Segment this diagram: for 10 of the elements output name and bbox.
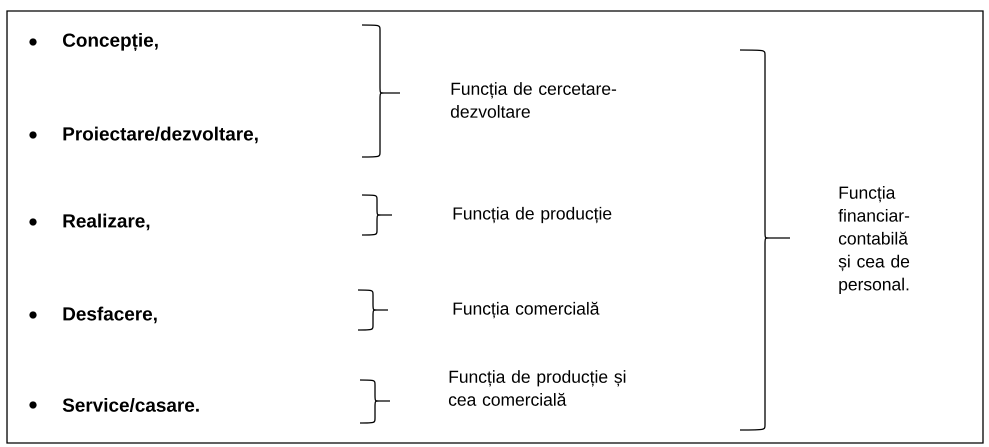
function-text: Funcția de producție și cea comercială (448, 370, 626, 406)
list-item: Concepție, (63, 32, 158, 52)
function-text: Funcția de producție (454, 206, 612, 224)
list-item: Desfacere, (63, 306, 157, 324)
function-text: Funcția financiar-contabilă și cea de personal. (838, 186, 910, 294)
function-text: Funcția comercială (454, 302, 600, 318)
list-item: Service/casare. (62, 398, 199, 412)
function-text: Funcția de cercetare-dezvoltare (450, 82, 616, 118)
list-item: Realizare, (63, 214, 150, 230)
list-item: Proiectare/dezvoltare, (63, 126, 258, 144)
